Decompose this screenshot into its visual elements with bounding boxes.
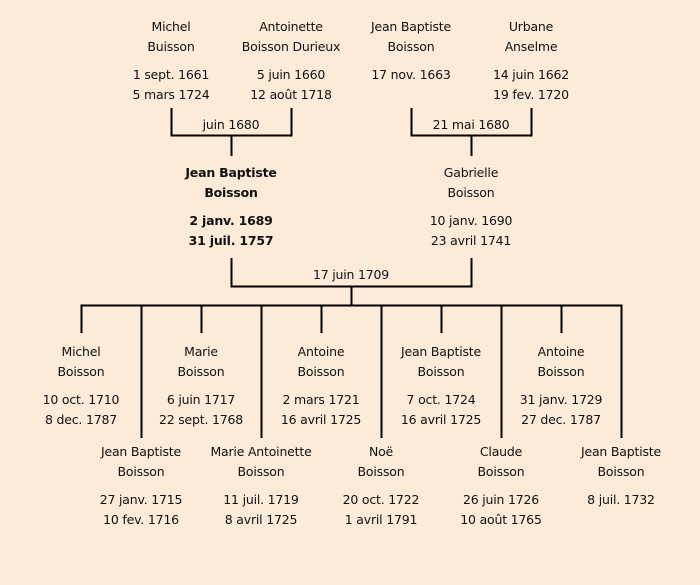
person-first-name: Claude [479,444,523,459]
person-spouse: Gabrielle Boisson 10 janv. 1690 23 avril… [401,163,541,251]
person-dates: 10 janv. 1690 23 avril 1741 [401,211,541,251]
person-dates: 8 juil. 1732 [551,490,691,510]
person-last-name: Boisson [597,464,645,479]
person-first-name: Michel [151,19,191,34]
person-last-name: Boisson [177,364,225,379]
person-first-name: Urbane [508,19,554,34]
death-date: 16 avril 1725 [280,412,362,427]
paternal-grandparents-marriage-date: juin 1680 [202,117,260,132]
birth-date: 7 oct. 1724 [406,392,476,407]
death-date: 10 août 1765 [460,512,542,527]
person-dates: 7 oct. 1724 16 avril 1725 [371,390,511,430]
person-dates: 20 oct. 1722 1 avril 1791 [311,490,451,530]
birth-date: 27 janv. 1715 [99,492,183,507]
person-last-name: Boisson [357,464,405,479]
person-dates: 11 juil. 1719 8 avril 1725 [191,490,331,530]
birth-date: 31 janv. 1729 [519,392,603,407]
person-last-name: Boisson Durieux [241,39,341,54]
person-dates: 5 juin 1660 12 août 1718 [221,65,361,105]
person-first-name: Noë [368,444,394,459]
birth-date: 10 oct. 1710 [42,392,120,407]
person-dates: 27 janv. 1715 10 fev. 1716 [71,490,211,530]
death-date: 1 avril 1791 [344,512,418,527]
person-maternal-grandmother: Urbane Anselme 14 juin 1662 19 fev. 1720 [461,17,601,105]
person-first-name: Jean Baptiste [101,444,181,459]
person-first-name: Jean Baptiste [581,444,661,459]
death-date: 23 avril 1741 [430,233,512,248]
person-paternal-grandmother: Antoinette Boisson Durieux 5 juin 1660 1… [221,17,361,105]
parents-marriage-date: 17 juin 1709 [312,267,390,282]
birth-date: 1 sept. 1661 [132,67,210,82]
person-last-name: Boisson [117,464,165,479]
person-last-name: Boisson [417,364,465,379]
person-last-name: Boisson [537,364,585,379]
person-paternal-grandfather: Michel Buisson 1 sept. 1661 5 mars 1724 [101,17,241,105]
person-dates: 26 juin 1726 10 août 1765 [431,490,571,530]
person-last-name: Buisson [147,39,195,54]
maternal-grandparents-marriage-date: 21 mai 1680 [432,117,510,132]
person-dates: 1 sept. 1661 5 mars 1724 [101,65,241,105]
person-last-name: Anselme [504,39,558,54]
birth-date: 5 juin 1660 [256,67,326,82]
birth-date: 11 juil. 1719 [223,492,299,507]
death-date: 19 fev. 1720 [493,87,569,102]
person-last-name: Boisson [297,364,345,379]
person-last-name: Boisson [447,185,495,200]
person-first-name: Gabrielle [443,165,499,180]
person-last-name: Boisson [387,39,435,54]
death-date: 10 fev. 1716 [103,512,179,527]
birth-date: 2 janv. 1689 [189,213,273,228]
person-dates: 10 oct. 1710 8 dec. 1787 [11,390,151,430]
person-last-name: Boisson [204,185,258,200]
birth-date: 10 janv. 1690 [429,213,513,228]
birth-date: 17 nov. 1663 [371,67,451,82]
person-dates: 6 juin 1717 22 sept. 1768 [131,390,271,430]
person-last-name: Boisson [57,364,105,379]
person-first-name: Michel [61,344,101,359]
birth-date: 26 juin 1726 [462,492,540,507]
person-maternal-grandfather: Jean Baptiste Boisson 17 nov. 1663 [341,17,481,85]
birth-date: 14 juin 1662 [492,67,570,82]
person-first-name: Marie [184,344,218,359]
death-date: 5 mars 1724 [132,87,210,102]
birth-date: 8 juil. 1732 [587,492,655,507]
person-first-name: Antoinette [259,19,323,34]
birth-date: 2 mars 1721 [282,392,360,407]
person-dates: 31 janv. 1729 27 dec. 1787 [491,390,631,430]
person-first-name: Antoine [297,344,345,359]
person-first-name: Antoine [537,344,585,359]
death-date: 8 avril 1725 [224,512,298,527]
person-dates: 2 janv. 1689 31 juil. 1757 [161,211,301,251]
person-first-name: Jean Baptiste [371,19,451,34]
person-last-name: Boisson [237,464,285,479]
person-dates: 14 juin 1662 19 fev. 1720 [461,65,601,105]
birth-date: 20 oct. 1722 [342,492,420,507]
death-date: 16 avril 1725 [400,412,482,427]
person-first-name: Jean Baptiste [401,344,481,359]
death-date: 12 août 1718 [250,87,332,102]
birth-date: 6 juin 1717 [166,392,236,407]
person-dates: 17 nov. 1663 [341,65,481,85]
death-date: 22 sept. 1768 [158,412,244,427]
death-date: 31 juil. 1757 [188,233,274,248]
person-first-name: Marie Antoinette [210,444,312,459]
person-last-name: Boisson [477,464,525,479]
person-dates: 2 mars 1721 16 avril 1725 [251,390,391,430]
death-date: 8 dec. 1787 [45,412,117,427]
person-first-name: Jean Baptiste [185,165,277,180]
death-date: 27 dec. 1787 [521,412,601,427]
person-subject: Jean Baptiste Boisson 2 janv. 1689 31 ju… [161,163,301,251]
